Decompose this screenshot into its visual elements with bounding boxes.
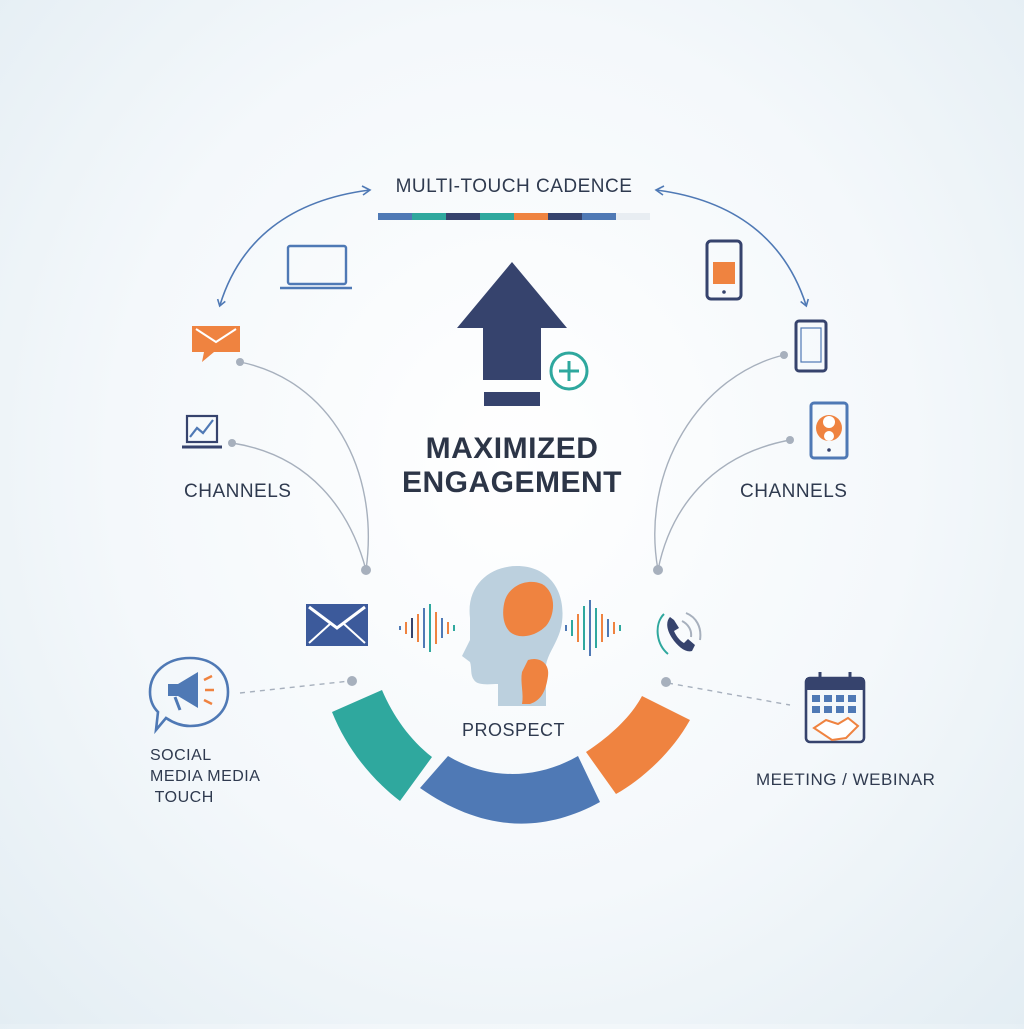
connector-lines — [231, 354, 791, 706]
cadence-bar — [378, 213, 650, 220]
chart-monitor-icon — [182, 414, 222, 449]
channels-label-left: CHANNELS — [184, 481, 292, 502]
prospect-head-icon — [462, 566, 563, 706]
social-line-1: SOCIAL — [150, 747, 212, 764]
cadence-title: MULTI-TOUCH CADENCE — [395, 176, 633, 197]
social-line-2: MEDIA MEDIA — [150, 768, 261, 785]
sound-wave-left — [399, 604, 455, 652]
tablet-icon — [794, 319, 828, 373]
meeting-webinar-label: MEETING / WEBINAR — [756, 770, 936, 789]
sound-wave-right — [565, 600, 621, 656]
cadence-arrow-left — [216, 189, 371, 308]
envelope-icon — [306, 604, 368, 646]
arrow-up-icon — [457, 262, 567, 406]
social-line-3: TOUCH — [150, 789, 214, 806]
laptop-icon — [280, 244, 352, 290]
cadence-arrow-right — [655, 189, 810, 308]
calendar-handshake-icon — [804, 672, 866, 744]
headline-line-2: ENGAGEMENT — [401, 466, 622, 499]
smartphone-icon — [705, 239, 743, 301]
channels-label-right: CHANNELS — [740, 481, 848, 502]
bottom-arc — [332, 690, 690, 824]
megaphone-bubble-icon — [148, 656, 230, 735]
headline: MAXIMIZED ENGAGEMENT — [372, 432, 652, 500]
prospect-label: PROSPECT — [462, 720, 566, 740]
social-media-label: SOCIAL MEDIA MEDIA TOUCH — [150, 745, 260, 808]
tablet-camera-icon — [809, 401, 849, 460]
headline-line-1: MAXIMIZED — [425, 432, 599, 465]
plus-circle-icon — [549, 351, 589, 391]
email-chat-icon — [192, 326, 240, 362]
phone-call-icon — [656, 612, 702, 655]
